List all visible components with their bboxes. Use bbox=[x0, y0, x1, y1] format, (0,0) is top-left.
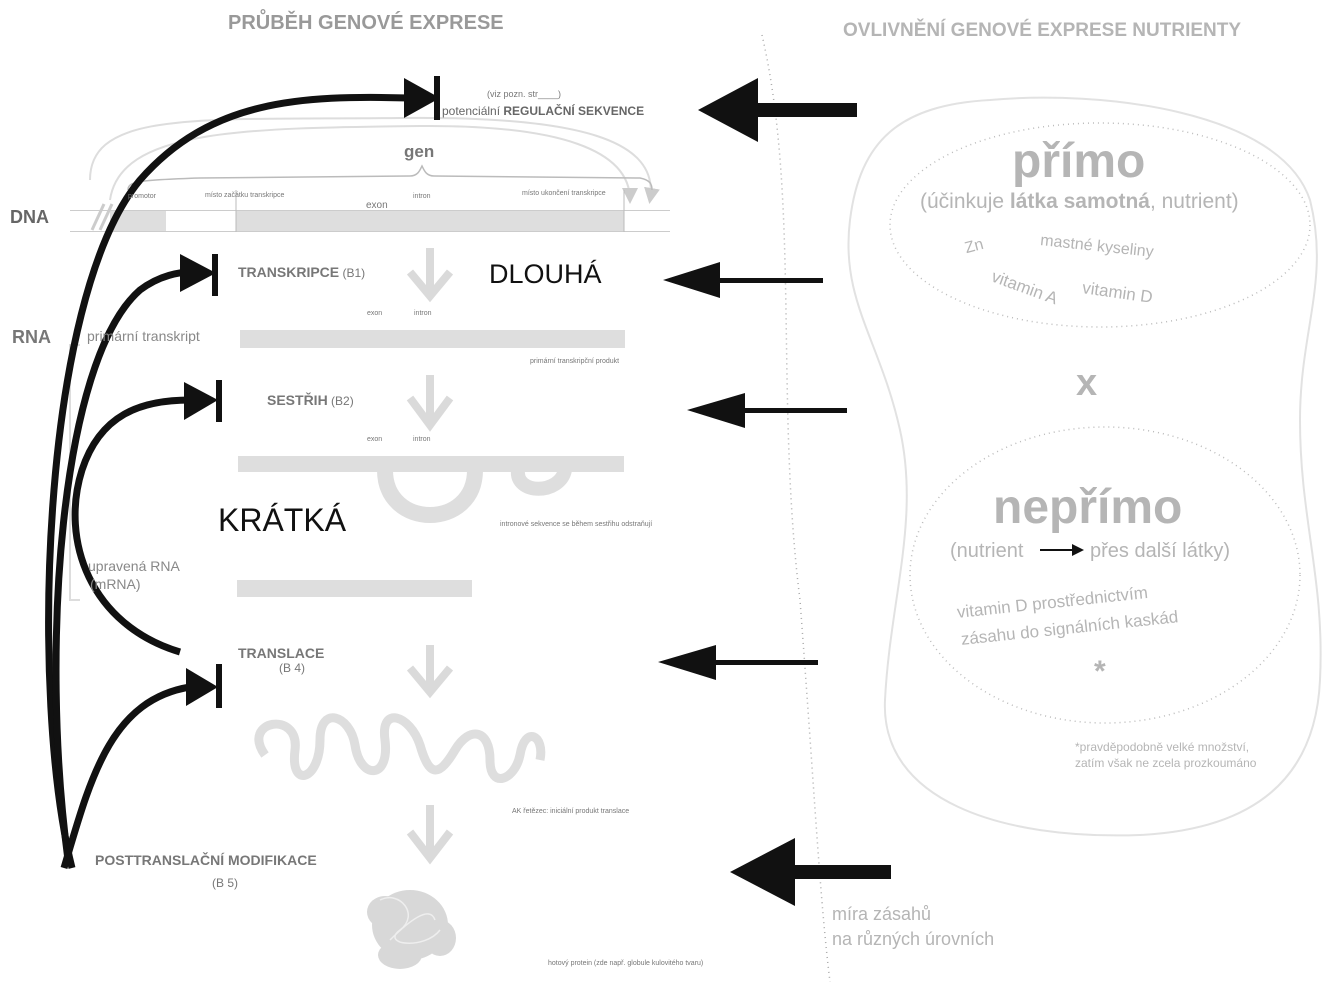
primary-product-label: primární transkripční produkt bbox=[530, 358, 620, 365]
indirect-subtitle-left: (nutrient bbox=[950, 540, 1024, 562]
posttranslation-label: POSTTRANSLAČNÍ MODIFIKACE bbox=[95, 852, 317, 868]
processed-rna-label-2: (mRNA) bbox=[90, 576, 141, 592]
exon-label-1: exon bbox=[367, 310, 383, 317]
protein-globule bbox=[367, 890, 456, 969]
divider-line bbox=[761, 34, 831, 982]
intron-label-2: intron bbox=[413, 436, 431, 443]
indirect-arrow-icon bbox=[1040, 544, 1084, 556]
rna-label: RNA bbox=[12, 327, 51, 347]
splicing-label: SESTŘIH (B2) bbox=[267, 392, 354, 408]
indirect-title: nepřímo bbox=[993, 481, 1183, 534]
left-heading: PRŮBĚH GENOVÉ EXPRESE bbox=[228, 12, 504, 34]
indirect-subtitle-right: přes další látky) bbox=[1090, 540, 1231, 562]
direct-subtitle: (účinkuje látka samotná, nutrient) bbox=[920, 190, 1239, 213]
short-duration-label: KRÁTKÁ bbox=[218, 502, 347, 538]
direct-ellipse bbox=[889, 122, 1311, 328]
promotor-label: promotor bbox=[128, 193, 157, 200]
footnote-line1: *pravděpodobně velké množství, bbox=[1075, 740, 1250, 754]
legend-line2: na různých úrovních bbox=[832, 929, 995, 949]
intron-removed-label: intronové sekvence se během sestřihu ods… bbox=[500, 521, 653, 528]
processed-rna-label-1: upravená RNA bbox=[88, 558, 180, 574]
primary-transcript-label: primární transkript bbox=[87, 328, 200, 344]
nutrient-blob bbox=[847, 96, 1322, 837]
translation-label: TRANSLACE bbox=[238, 645, 325, 661]
protein-label: hotový protein (zde např. globule kulovi… bbox=[548, 960, 704, 967]
right-heading: OVLIVNĚNÍ GENOVÉ EXPRESE NUTRIENTY bbox=[843, 20, 1242, 41]
exon-label-2: exon bbox=[367, 436, 383, 443]
regulation-label: potenciální REGULAČNÍ SEKVENCE bbox=[442, 104, 645, 118]
dna-label: DNA bbox=[10, 207, 49, 227]
gene-brace bbox=[127, 164, 653, 191]
legend-line1: míra zásahů bbox=[832, 904, 932, 924]
gene-exon-label: exon bbox=[366, 200, 388, 211]
posttranslation-code: (B 5) bbox=[212, 876, 239, 890]
intron-label-1: intron bbox=[414, 310, 432, 317]
asterisk: * bbox=[1094, 655, 1106, 688]
gene-intron-label: intron bbox=[413, 193, 431, 200]
x-separator: x bbox=[1076, 362, 1098, 404]
regulation-note: (viz pozn. str____) bbox=[487, 89, 562, 99]
influence-arrows bbox=[658, 78, 891, 906]
intron-loop bbox=[377, 469, 483, 523]
transcription-label: TRANSKRIPCE (B1) bbox=[238, 264, 366, 280]
indirect-ellipse bbox=[909, 426, 1301, 724]
footnote-line2: zatím však ne zcela prozkoumáno bbox=[1075, 756, 1257, 770]
long-duration-label: DLOUHÁ bbox=[489, 259, 602, 289]
amino-chain-label: AK řetězec: iniciální produkt translace bbox=[512, 808, 630, 815]
amino-acid-chain bbox=[254, 713, 546, 783]
end-site-label: místo ukončení transkripce bbox=[522, 190, 606, 197]
gene-label: gen bbox=[404, 142, 435, 161]
start-site-label: místo začátku transkripce bbox=[205, 192, 285, 199]
translation-code: (B 4) bbox=[279, 661, 306, 675]
feedback-arrows bbox=[45, 93, 411, 869]
direct-title: přímo bbox=[1012, 135, 1146, 188]
